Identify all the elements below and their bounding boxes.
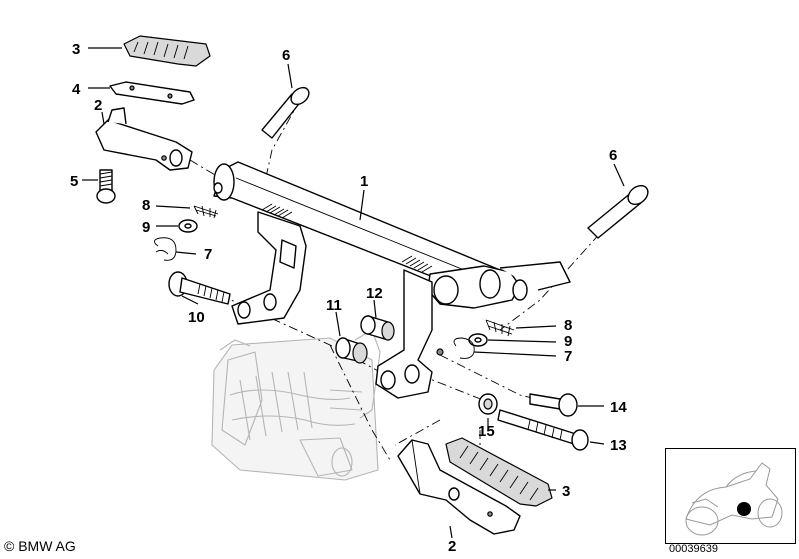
bush-11 <box>335 337 368 364</box>
document-number: 00039639 <box>669 543 718 555</box>
engine-ghost-outline <box>211 329 381 481</box>
callout-14: 14 <box>610 399 627 416</box>
footrest-rubber-upper <box>123 35 211 67</box>
pin-6-upper <box>261 86 310 139</box>
footrest-lower <box>397 439 521 535</box>
callout-2-upper: 2 <box>94 97 102 114</box>
washer-9-right <box>468 333 488 347</box>
motorcycle-silhouette-icon <box>685 462 783 536</box>
washer-15 <box>478 393 498 415</box>
footrest-plate-upper <box>109 81 195 105</box>
bolt-13 <box>497 409 589 451</box>
bolt-14 <box>529 393 578 417</box>
callout-7-left: 7 <box>204 246 212 263</box>
callout-6-right: 6 <box>609 147 617 164</box>
callout-12: 12 <box>366 285 383 302</box>
callout-3-lower: 3 <box>562 483 570 500</box>
callout-9-left: 9 <box>142 219 150 236</box>
spring-8-left <box>193 205 219 219</box>
callout-5: 5 <box>70 173 78 190</box>
callout-15: 15 <box>478 423 495 440</box>
location-marker <box>737 502 751 516</box>
copyright-label: © BMW AG <box>4 538 76 554</box>
motorcycle-locator-thumbnail <box>665 448 796 544</box>
callout-4: 4 <box>72 81 81 98</box>
callout-7-right: 7 <box>564 348 572 365</box>
callout-labels: 3 4 2 5 6 1 6 8 9 7 10 11 12 8 9 7 14 15… <box>70 41 627 555</box>
spring-8-right <box>485 319 515 337</box>
clip-7-right <box>453 337 475 359</box>
clip-7-left <box>154 237 177 261</box>
footrest-rubber-lower <box>445 437 553 507</box>
callout-13: 13 <box>610 437 627 454</box>
callout-10: 10 <box>188 309 205 326</box>
sleeve-12 <box>360 315 395 341</box>
leader-lines <box>82 47 625 539</box>
bolt-5 <box>96 169 116 204</box>
washer-9-left <box>178 219 198 233</box>
callout-11: 11 <box>326 297 342 314</box>
footrest-carrier <box>213 161 571 399</box>
callout-3-upper: 3 <box>72 41 80 58</box>
callout-1: 1 <box>360 173 368 190</box>
callout-2-lower: 2 <box>448 538 456 555</box>
bolt-10 <box>168 271 231 305</box>
callout-9-right: 9 <box>564 333 572 350</box>
callout-8-right: 8 <box>564 317 572 334</box>
callout-8-left: 8 <box>142 197 150 214</box>
pin-6-right <box>587 184 649 239</box>
footrest-upper <box>95 107 193 171</box>
callout-6-upper: 6 <box>282 47 290 64</box>
